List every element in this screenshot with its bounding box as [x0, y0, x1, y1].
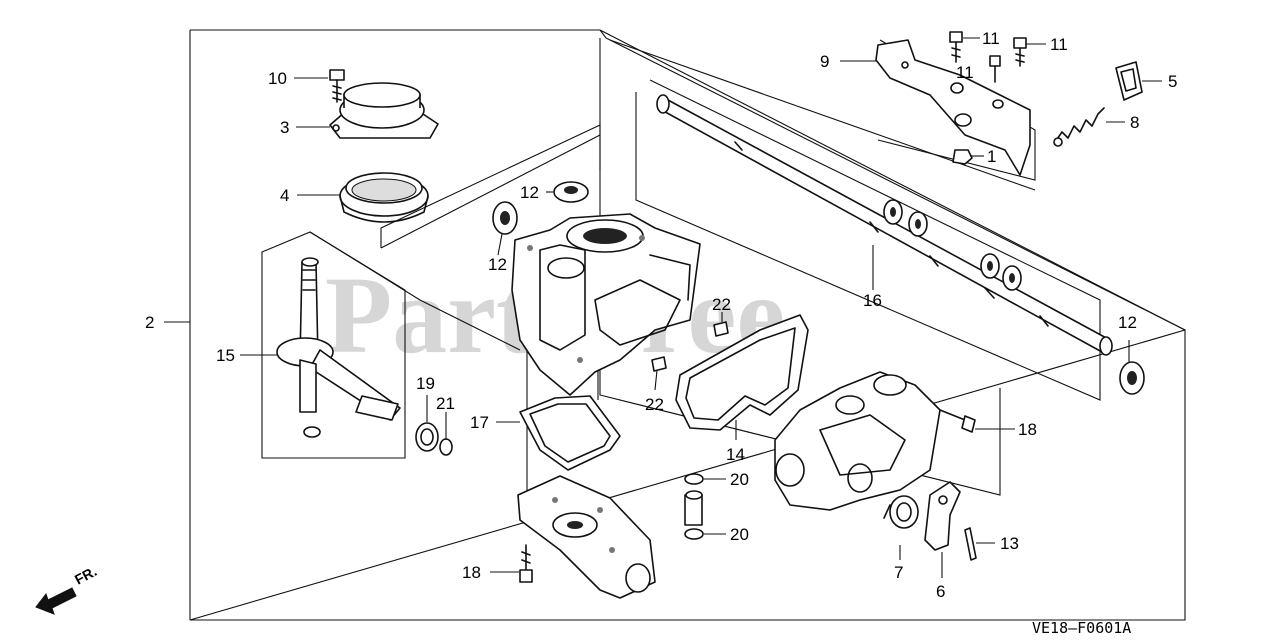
- clip-21: [439, 438, 453, 456]
- group-outline-lever: [261, 231, 406, 459]
- callout-2: 2: [145, 313, 154, 332]
- spring-8: [1053, 107, 1105, 147]
- callout-14: 14: [726, 445, 745, 464]
- transmission-case: [511, 213, 701, 396]
- bearing-12-right: [1119, 361, 1145, 395]
- callout-5: 5: [1168, 72, 1177, 91]
- callout-20-bottom: 20: [730, 525, 749, 544]
- pin-22-top: [713, 321, 729, 337]
- washer-20-top: [684, 473, 704, 485]
- callout-11-c: 11: [956, 63, 974, 82]
- gasket-17: [519, 395, 621, 471]
- pin-22-bottom: [651, 356, 667, 372]
- callout-6: 6: [936, 582, 945, 601]
- bolt-11-a: [949, 31, 963, 63]
- callout-19: 19: [416, 374, 435, 393]
- direction-label: FR.: [72, 563, 99, 588]
- group-outline-shaft: [635, 79, 1101, 401]
- callout-22-bottom: 22: [645, 395, 664, 414]
- seal-4: [339, 172, 429, 223]
- gasket-14: [675, 314, 809, 431]
- lever-shaft-15: [276, 257, 401, 438]
- callout-10: 10: [268, 69, 287, 88]
- bracket-9: [875, 39, 1031, 176]
- bolt-18-right: [939, 409, 976, 433]
- spring-7: [883, 495, 919, 529]
- callout-3: 3: [280, 118, 289, 137]
- bearing-12-top: [553, 181, 589, 203]
- seal-19: [415, 422, 439, 452]
- callout-17: 17: [470, 413, 489, 432]
- cover-3: [329, 82, 439, 139]
- pin-13: [964, 527, 977, 561]
- grommet-5: [1115, 61, 1143, 101]
- spacer: [684, 490, 703, 526]
- callout-4: 4: [280, 186, 289, 205]
- callout-11-a: 11: [982, 29, 1000, 48]
- callout-12-top: 12: [520, 183, 539, 202]
- leader-lines: [164, 37, 1162, 578]
- arm-6: [924, 481, 961, 551]
- nut-1: [952, 149, 973, 165]
- shaft-16: [656, 94, 1113, 356]
- washer-20-bottom: [684, 528, 704, 540]
- callout-16: 16: [863, 291, 882, 310]
- callout-21: 21: [436, 394, 455, 413]
- callout-18-right: 18: [1018, 420, 1037, 439]
- bolt-10: [329, 69, 345, 103]
- callout-9: 9: [820, 52, 829, 71]
- callout-18-lower: 18: [462, 563, 481, 582]
- bolt-18-lower: [519, 544, 533, 583]
- callout-11-b: 11: [1050, 35, 1068, 54]
- callout-7: 7: [894, 563, 903, 582]
- diagram-code: VE18—F0601A: [1032, 619, 1131, 637]
- bolt-11-b: [1013, 37, 1027, 67]
- bearing-12-left: [492, 201, 518, 235]
- front-direction-arrow: FR.: [35, 563, 99, 615]
- assembly-outline: [189, 29, 1186, 621]
- lower-cover: [517, 475, 656, 599]
- callout-12-left: 12: [488, 255, 507, 274]
- callout-22-top: 22: [712, 295, 731, 314]
- callout-8: 8: [1130, 113, 1139, 132]
- callout-12-right: 12: [1118, 313, 1137, 332]
- callout-20-top: 20: [730, 470, 749, 489]
- bolt-11-c: [989, 55, 1001, 83]
- callout-1: 1: [987, 147, 996, 166]
- case-right-half: [774, 371, 941, 511]
- callout-13: 13: [1000, 534, 1019, 553]
- callout-15: 15: [216, 346, 235, 365]
